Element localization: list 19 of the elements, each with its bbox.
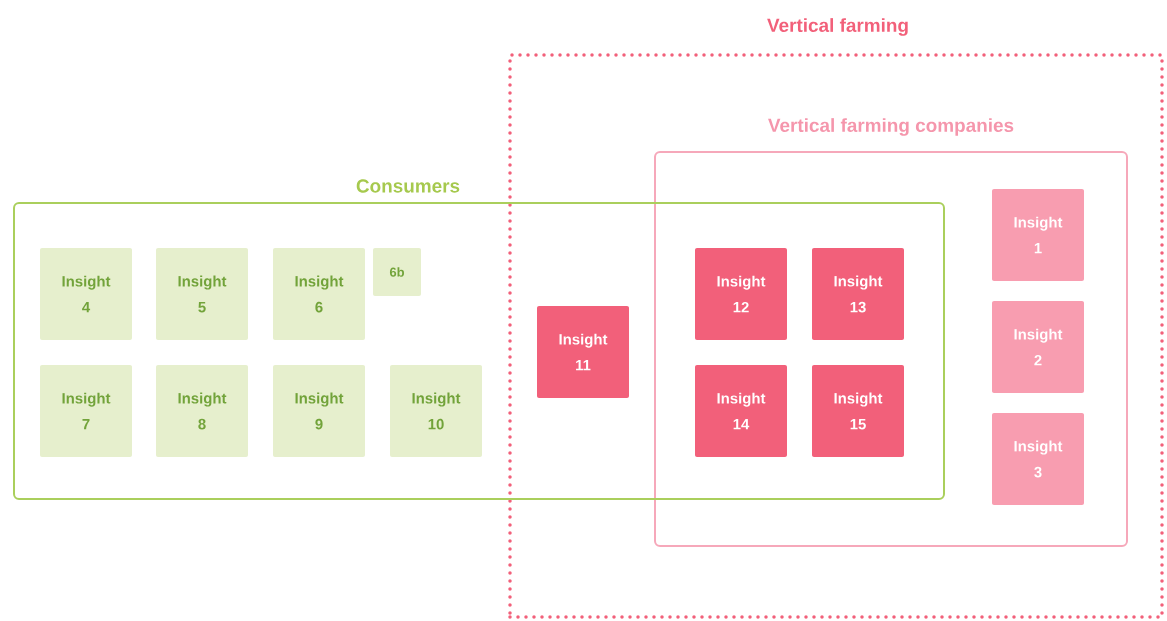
insight-card: Insight 13 [812, 248, 904, 340]
node-label: Vertical farming [767, 18, 908, 36]
node-label: Consumers [356, 179, 460, 193]
insight-card: 6b [373, 248, 421, 296]
insight-card: Insight 15 [812, 365, 904, 457]
insight-card: Insight 8 [156, 365, 248, 457]
insight-card: Insight 3 [992, 413, 1084, 505]
insight-card: Insight 2 [992, 301, 1084, 393]
insight-card: Insight 6 [273, 248, 365, 340]
insight-card: Insight 4 [40, 248, 132, 340]
insight-card: Insight 14 [695, 365, 787, 457]
insight-card: Insight 7 [40, 365, 132, 457]
insight-card: Insight 9 [273, 365, 365, 457]
insight-card: Insight 12 [695, 248, 787, 340]
insight-card: Insight 1 [992, 189, 1084, 281]
node-label: Vertical farming companies [768, 118, 1014, 136]
insight-card: Insight 11 [537, 306, 629, 398]
insight-card: Insight 10 [390, 365, 482, 457]
insight-card: Insight 5 [156, 248, 248, 340]
